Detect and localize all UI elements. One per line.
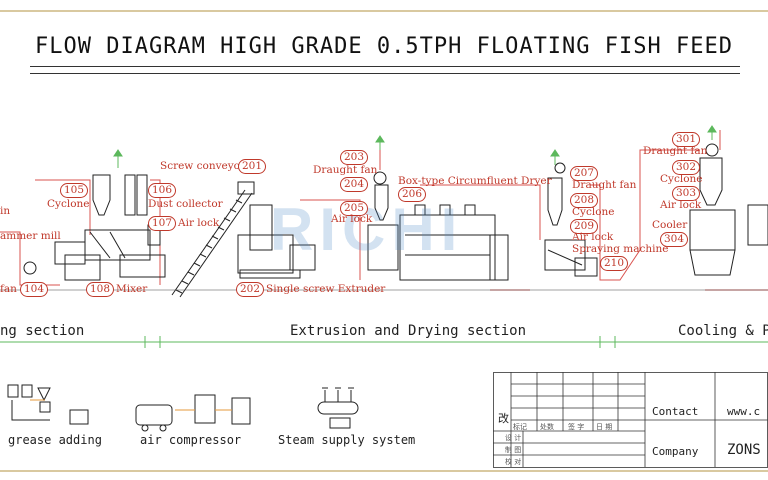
label-dryer: Box-type Circumfluent Dryer <box>398 175 552 187</box>
diagram-title: FLOW DIAGRAM HIGH GRADE 0.5TPH FLOATING … <box>34 34 733 59</box>
badge-304: 304 <box>660 232 689 247</box>
badge-302: 302 <box>672 160 701 175</box>
badge-206: 206 <box>398 187 427 202</box>
tb-company-label: Company <box>652 445 699 458</box>
tb-h4: 日 期 <box>596 423 613 431</box>
title-underline <box>30 66 740 67</box>
label-draught-fan-207: Draught fan <box>572 179 637 191</box>
legend-air-compressor: air compressor <box>140 433 242 447</box>
label-air-lock-107: Air lock <box>178 217 220 229</box>
label-cyclone-208: Cyclone <box>572 206 615 218</box>
badge-106: 106 <box>148 183 177 198</box>
label-cyclone-105: Cyclone <box>47 198 90 210</box>
tb-r1: 设 计 <box>505 434 522 442</box>
tb-contact-label: Contact <box>652 405 699 418</box>
badge-203: 203 <box>340 150 369 165</box>
label-cyclone-302: Cyclone <box>660 173 703 185</box>
label-mixer: Mixer <box>116 283 148 295</box>
label-draught-fan-203: Draught fan <box>313 164 378 176</box>
tb-contact-value: www.c <box>727 405 761 418</box>
badge-202: 202 <box>236 282 265 297</box>
badge-105: 105 <box>60 183 89 198</box>
badge-201: 201 <box>238 159 267 174</box>
badge-301: 301 <box>672 132 701 147</box>
label-e1: in <box>0 205 11 217</box>
label-hammer-mill: ammer mill <box>0 230 61 242</box>
label-cooler: Cooler <box>652 219 688 231</box>
section-grinding: ng section <box>0 323 85 339</box>
tb-r2: 制 图 <box>505 446 522 454</box>
tb-h2: 处数 <box>540 423 554 431</box>
label-draught-fan-301: Draught fan <box>643 145 708 157</box>
section-cooling: Cooling & P <box>678 323 768 339</box>
badge-210: 210 <box>600 256 629 271</box>
tb-gai: 改 <box>498 412 509 425</box>
tb-r3: 校 对 <box>505 458 522 466</box>
badge-108: 108 <box>86 282 115 297</box>
title-underline-2 <box>30 73 740 74</box>
label-spraying-machine: Spraying machine <box>572 243 669 255</box>
label-dust-collector: Dust collector <box>148 198 223 210</box>
legend-steam-supply: Steam supply system <box>278 433 416 447</box>
badge-209: 209 <box>570 219 599 234</box>
label-air-lock-303: Air lock <box>660 199 702 211</box>
badge-107: 107 <box>148 216 177 231</box>
label-fan: fan <box>0 283 17 295</box>
tb-h3: 签 字 <box>568 423 585 431</box>
badge-104: 104 <box>20 282 49 297</box>
drawing-frame <box>0 10 768 472</box>
legend-grease-adding: grease adding <box>8 433 102 447</box>
badge-207: 207 <box>570 166 599 181</box>
badge-303: 303 <box>672 186 701 201</box>
badge-204: 204 <box>340 177 369 192</box>
tb-h1: 标记 <box>513 423 527 431</box>
label-air-lock-209: Air lock <box>572 231 614 243</box>
badge-208: 208 <box>570 193 599 208</box>
label-screw-conveyor: Screw conveyor <box>160 160 246 172</box>
section-extrusion-drying: Extrusion and Drying section <box>290 323 527 339</box>
label-extruder: Single screw Extruder <box>266 283 386 295</box>
label-air-lock-205: Air lock <box>331 213 373 225</box>
tb-company-value: ZONS <box>727 442 761 458</box>
badge-205: 205 <box>340 201 369 216</box>
